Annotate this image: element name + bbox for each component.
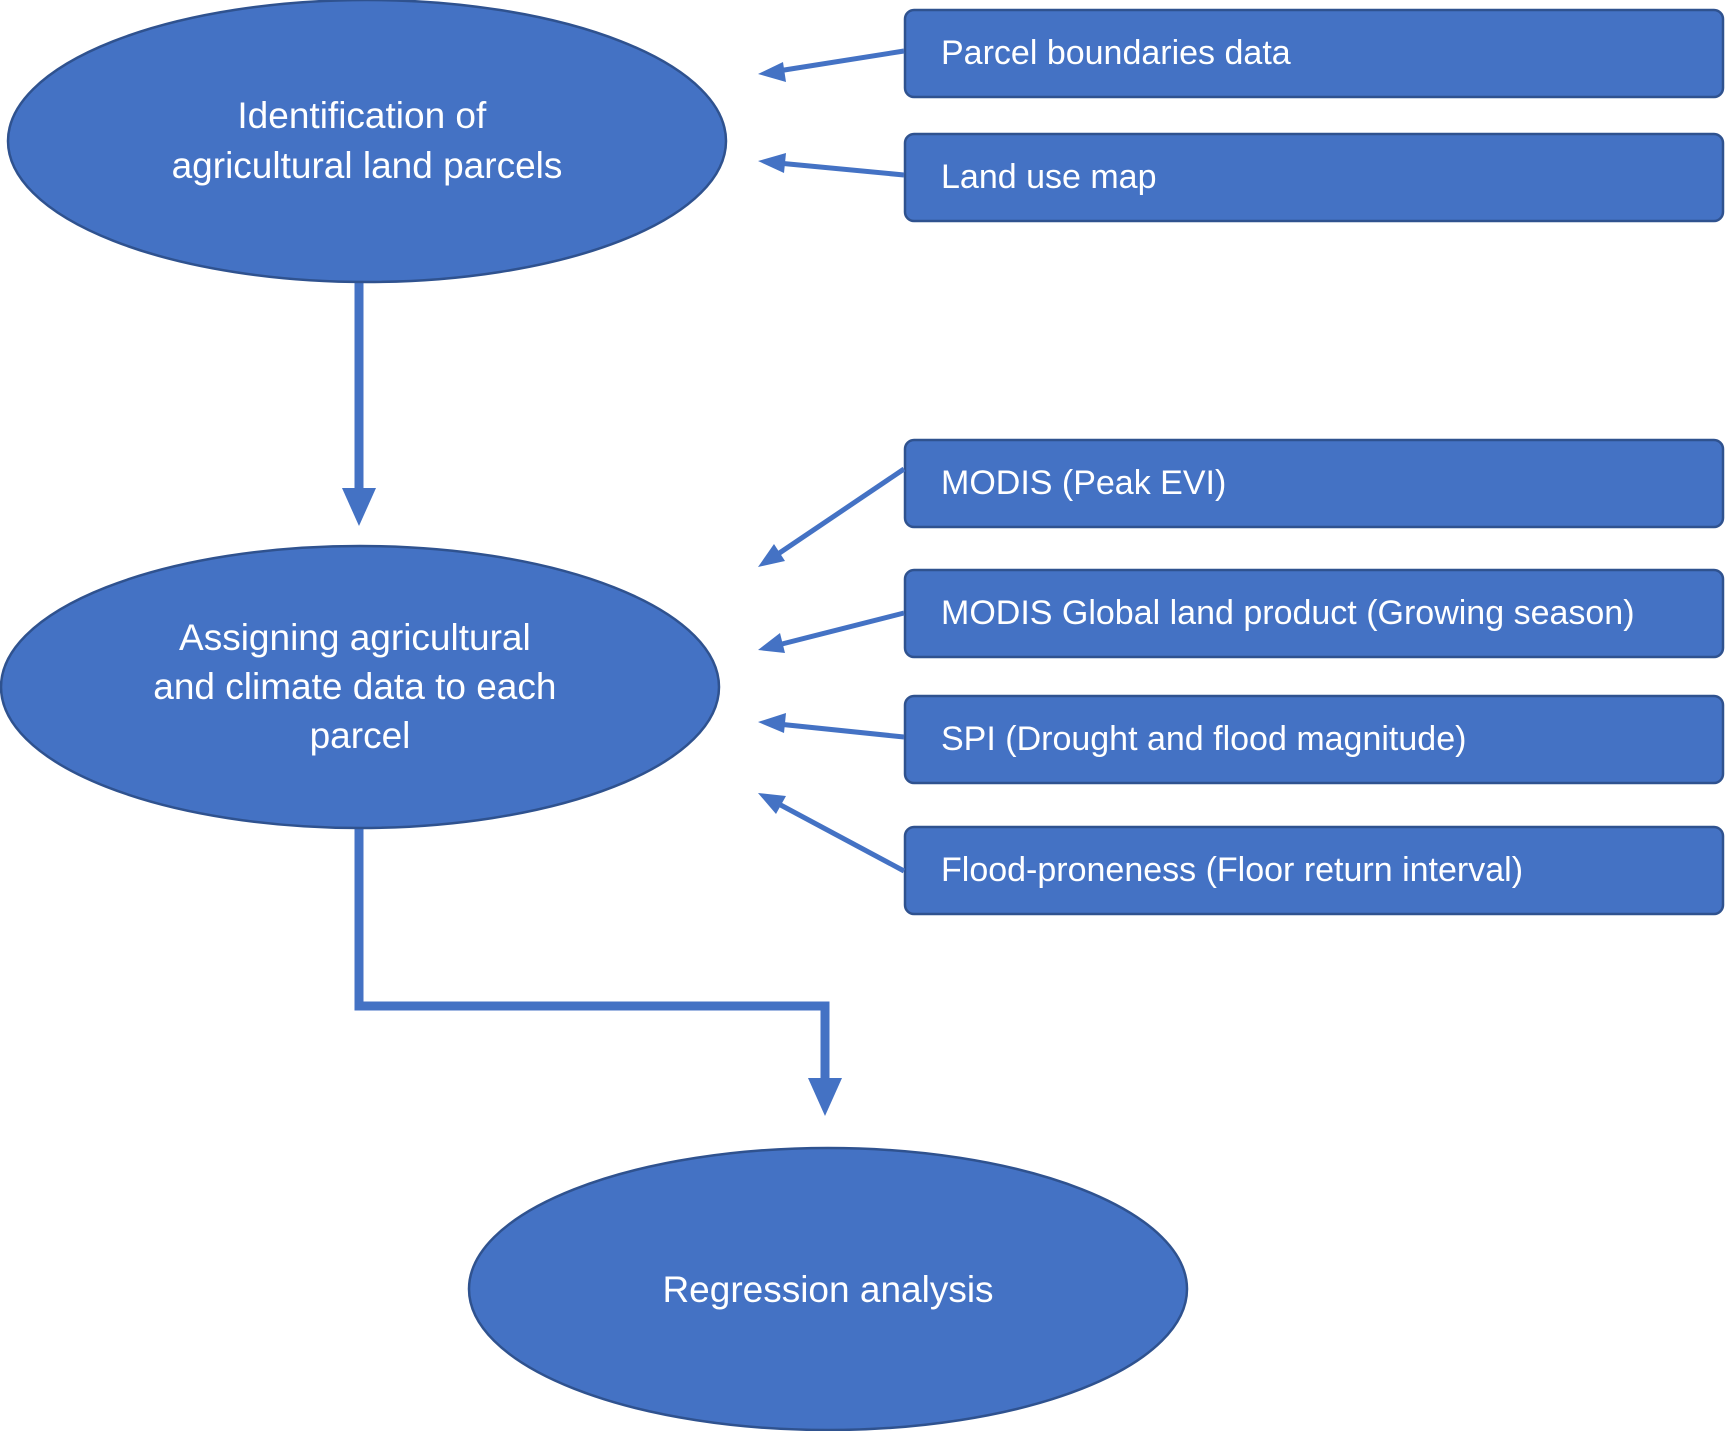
node-regression: Regression analysis xyxy=(467,1146,1189,1431)
input-label-spi: SPI (Drought and flood magnitude) xyxy=(941,720,1466,758)
identification-line-2: agricultural land parcels xyxy=(172,145,563,186)
main-flow-connectors xyxy=(342,280,842,1116)
input-box-modis-peak-evi: MODIS (Peak EVI) xyxy=(903,438,1725,529)
input-arrows xyxy=(758,48,906,874)
identification-line-1: Identification of xyxy=(237,95,487,136)
arrow-modis-peak-evi xyxy=(758,466,906,567)
assigning-line-2: and climate data to each xyxy=(153,666,556,707)
input-box-spi: SPI (Drought and flood magnitude) xyxy=(903,694,1725,785)
input-label-modis-growing-season: MODIS Global land product (Growing seaso… xyxy=(941,594,1635,632)
svg-text:Identification of agricu: Identification of agricultural land parc… xyxy=(172,95,563,186)
svg-text:Assigning agricultural a: Assigning agricultural and climate data … xyxy=(153,617,566,756)
node-identification: Identification of agricultural land parc… xyxy=(6,0,728,284)
input-label-modis-peak-evi: MODIS (Peak EVI) xyxy=(941,464,1226,502)
arrow-parcel-boundaries xyxy=(758,48,905,82)
svg-text:Regression analysis: Regression analysis xyxy=(662,1269,993,1310)
assigning-line-1: Assigning agricultural xyxy=(179,617,531,658)
input-box-flood-proneness: Flood-proneness (Floor return interval) xyxy=(903,825,1725,916)
input-label-flood-proneness: Flood-proneness (Floor return interval) xyxy=(941,851,1523,889)
arrowhead-to-assigning xyxy=(342,488,376,526)
connector-assigning-to-regression xyxy=(354,826,830,1078)
arrowhead-to-regression xyxy=(808,1078,842,1116)
assigning-line-3: parcel xyxy=(310,715,411,756)
arrow-spi xyxy=(758,713,905,740)
input-label-land-use: Land use map xyxy=(941,158,1157,196)
arrow-modis-growing-season xyxy=(758,610,905,653)
input-box-modis-growing-season: MODIS Global land product (Growing seaso… xyxy=(903,568,1725,659)
arrow-land-use xyxy=(758,153,905,178)
node-assigning: Assigning agricultural and climate data … xyxy=(0,544,721,830)
input-box-parcel-boundaries: Parcel boundaries data xyxy=(903,8,1725,99)
arrow-flood-proneness xyxy=(758,793,906,874)
input-label-parcel-boundaries: Parcel boundaries data xyxy=(941,34,1291,72)
input-box-land-use: Land use map xyxy=(903,132,1725,223)
regression-line-1: Regression analysis xyxy=(662,1269,993,1310)
